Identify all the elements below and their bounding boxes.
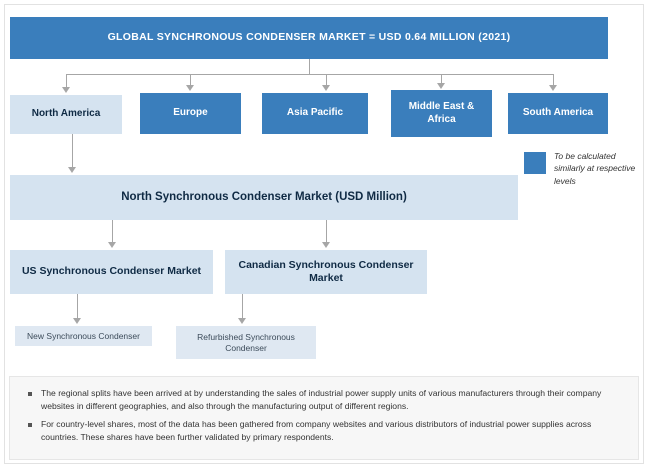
arrow-north-market-icon <box>68 167 76 173</box>
arrow-south-america-icon <box>549 85 557 91</box>
region-box-middle-east-africa[interactable]: Middle East & Africa <box>391 90 492 137</box>
connector-to-europe <box>190 74 191 85</box>
arrow-middle-east-icon <box>437 83 445 89</box>
global-market-title-box: GLOBAL SYNCHRONOUS CONDENSER MARKET = US… <box>10 17 608 59</box>
footnote-item: For country-level shares, most of the da… <box>22 418 626 445</box>
legend-swatch-dark-blue <box>524 152 546 174</box>
connector-to-asia-pacific <box>326 74 327 85</box>
footnote-text: The regional splits have been arrived at… <box>41 388 602 412</box>
arrow-us-market-icon <box>108 242 116 248</box>
canadian-synchronous-condenser-market-box[interactable]: Canadian Synchronous Condenser Market <box>225 250 427 294</box>
connector-us-to-refurbished <box>242 294 243 318</box>
footnote-item: The regional splits have been arrived at… <box>22 387 626 414</box>
connector-to-south-america <box>553 74 554 85</box>
connector-to-middle-east <box>441 74 442 83</box>
arrow-new-synchronous-condenser-icon <box>73 318 81 324</box>
footnote-panel: The regional splits have been arrived at… <box>9 376 639 460</box>
connector-north-market-to-canada <box>326 220 327 242</box>
legend-label: To be calculated similarly at respective… <box>554 151 636 186</box>
connector-us-to-new <box>77 294 78 318</box>
region-box-europe[interactable]: Europe <box>140 93 241 134</box>
arrow-europe-icon <box>186 85 194 91</box>
refurbished-synchronous-condenser-box[interactable]: Refurbished Synchronous Condenser <box>176 326 316 359</box>
arrow-asia-pacific-icon <box>322 85 330 91</box>
north-synchronous-condenser-market-box[interactable]: North Synchronous Condenser Market (USD … <box>10 175 518 220</box>
connector-to-north-america <box>66 74 67 87</box>
arrow-canadian-market-icon <box>322 242 330 248</box>
connector-north-america-to-north-market <box>72 134 73 167</box>
arrow-refurbished-synchronous-condenser-icon <box>238 318 246 324</box>
region-box-asia-pacific[interactable]: Asia Pacific <box>262 93 368 134</box>
us-synchronous-condenser-market-box[interactable]: US Synchronous Condenser Market <box>10 250 213 294</box>
outer-frame <box>4 4 644 464</box>
arrow-north-america-icon <box>62 87 70 93</box>
region-box-south-america[interactable]: South America <box>508 93 608 134</box>
connector-region-bus <box>66 74 553 75</box>
connector-title-trunk <box>309 59 310 74</box>
new-synchronous-condenser-box[interactable]: New Synchronous Condenser <box>15 326 152 346</box>
bullet-square-icon <box>28 392 32 396</box>
bullet-square-icon <box>28 422 32 427</box>
footnote-text: For country-level shares, most of the da… <box>41 418 592 442</box>
region-box-north-america[interactable]: North America <box>10 95 122 134</box>
connector-north-market-to-us <box>112 220 113 242</box>
legend: To be calculated similarly at respective… <box>524 150 642 187</box>
